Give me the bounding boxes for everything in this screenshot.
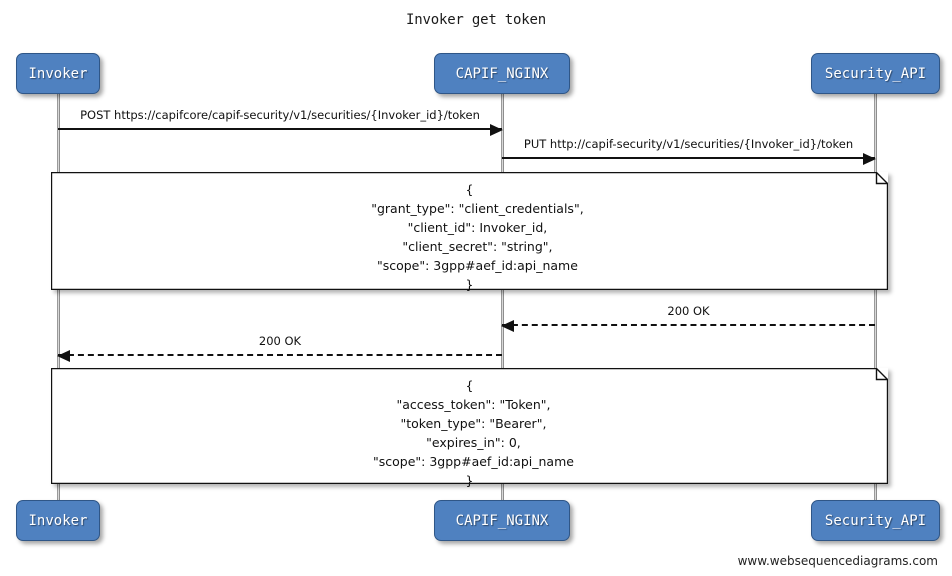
participant-label: Security_API xyxy=(824,65,927,82)
participant-capif-nginx-bottom[interactable]: CAPIF_NGINX xyxy=(434,500,570,541)
message-line xyxy=(58,354,502,356)
participant-label: Invoker xyxy=(28,512,88,529)
note-token-request: { "grant_type": "client_credentials", "c… xyxy=(51,172,888,292)
note-text: { "access_token": "Token", "token_type":… xyxy=(372,378,574,488)
participant-invoker-top[interactable]: Invoker xyxy=(16,53,100,94)
footer-credit: www.websequencediagrams.com xyxy=(737,554,938,568)
participant-capif-nginx-top[interactable]: CAPIF_NGINX xyxy=(434,53,570,94)
message-line xyxy=(502,157,875,159)
message-line xyxy=(502,324,875,326)
arrowhead-right-icon xyxy=(490,124,503,136)
arrowhead-left-icon xyxy=(57,350,70,362)
participant-label: CAPIF_NGINX xyxy=(455,65,549,82)
message-label: POST https://capifcore/capif-security/v1… xyxy=(80,108,480,122)
arrowhead-right-icon xyxy=(863,153,876,165)
note-token-response: { "access_token": "Token", "token_type":… xyxy=(51,368,888,488)
participant-security-api-top[interactable]: Security_API xyxy=(811,53,940,94)
arrowhead-left-icon xyxy=(501,320,514,332)
message-200-ok-invoker: 200 OK xyxy=(57,328,502,362)
message-200-ok-security: 200 OK xyxy=(501,298,875,332)
lifeline-capif-nginx xyxy=(501,93,504,501)
participant-invoker-bottom[interactable]: Invoker xyxy=(16,500,100,541)
message-label: 200 OK xyxy=(258,334,302,348)
note-text: { "grant_type": "client_credentials", "c… xyxy=(371,182,584,292)
message-put-token: PUT http://capif-security/v1/securities/… xyxy=(502,131,876,165)
lifeline-security-api xyxy=(874,93,877,501)
page-title: Invoker get token xyxy=(406,12,546,28)
participant-label: CAPIF_NGINX xyxy=(455,512,549,529)
participant-label: Invoker xyxy=(28,65,88,82)
participant-security-api-bottom[interactable]: Security_API xyxy=(811,500,940,541)
lifeline-invoker xyxy=(57,93,60,501)
message-label: 200 OK xyxy=(667,304,710,318)
participant-label: Security_API xyxy=(824,512,927,529)
message-label: PUT http://capif-security/v1/securities/… xyxy=(523,137,854,151)
message-post-token: POST https://capifcore/capif-security/v1… xyxy=(58,102,503,136)
message-line xyxy=(58,128,502,130)
